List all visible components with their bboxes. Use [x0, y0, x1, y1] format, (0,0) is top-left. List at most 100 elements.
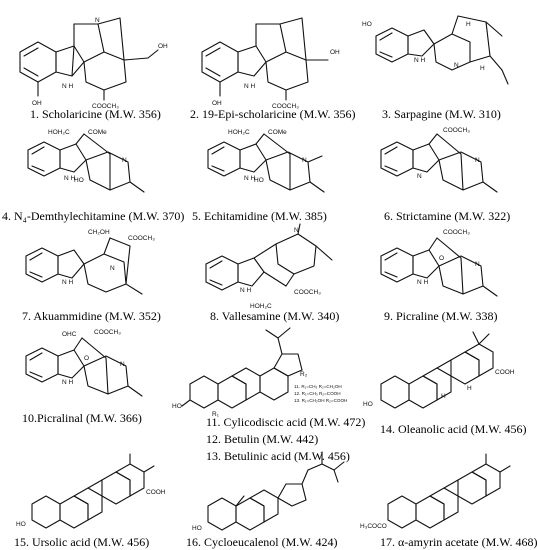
atom-label: N H [62, 279, 74, 286]
atom-label: HOH₂C [250, 303, 272, 310]
atom-label: OH [158, 43, 168, 50]
atom-label: COMe [88, 129, 107, 136]
caption-6: 6. Strictamine (M.W. 322) [384, 209, 511, 223]
atom-label: COOH [146, 489, 166, 496]
atom-label: R₂ [300, 371, 308, 378]
caption-2: 2. 19-Epi-scholaricine (M.W. 356) [190, 107, 356, 121]
atom-label: N H [62, 379, 74, 386]
atom-label: CH₂OH [88, 229, 110, 236]
atom-label: COOCH₃ [294, 289, 321, 296]
atom-label: COMe [268, 129, 287, 136]
caption-9: 9. Picraline (M.W. 338) [384, 309, 498, 323]
caption-17: 17. α-amyrin acetate (M.W. 468) [380, 535, 537, 549]
atom-label: HOH₂C [228, 129, 250, 136]
atom-label: HO [74, 177, 84, 184]
atom-label: N [475, 157, 480, 164]
atom-label: OH [212, 100, 222, 107]
atom-label: OH [32, 100, 42, 107]
caption-4: 4. N₄-Demthylechitamine (M.W. 370) [2, 209, 185, 223]
bonds [25, 237, 143, 295]
atom-label: HO [363, 401, 373, 408]
atom-label: OH [330, 49, 340, 56]
bonds [201, 17, 329, 101]
atom-label: HO [254, 177, 264, 184]
atom-label: N H [414, 57, 426, 64]
bonds [387, 453, 511, 529]
atom-label: N [294, 227, 299, 234]
atom-label: COOCH₃ [94, 329, 121, 336]
atom-label: COOCH₃ [128, 235, 155, 242]
atom-label: N H [417, 279, 429, 286]
atom-label: N [122, 157, 127, 164]
bonds [380, 237, 498, 297]
atom-label: H [467, 385, 472, 392]
structure-14: COOH HO H H [355, 318, 520, 418]
structure-6: COOCH₃ N N [365, 124, 515, 206]
atom-label: COOCH₃ [272, 103, 299, 110]
structure-4: HOH₂C COMe N N H HO [10, 124, 170, 206]
atom-label: HOH₂C [48, 129, 70, 136]
atom-label: N [475, 261, 480, 268]
bonds [380, 331, 494, 409]
atom-label: N H [240, 287, 252, 294]
atom-label: H [480, 65, 485, 72]
structure-17: H₃COCO [358, 448, 518, 536]
structure-3: HO N H N H H [362, 4, 517, 104]
atom-label: N H [244, 83, 256, 90]
atom-label: O [439, 255, 444, 262]
atom-label: HO [192, 525, 202, 532]
bonds [19, 17, 159, 101]
structure-1: N N H OH OH COOCH₃ [8, 4, 178, 112]
atom-label: H [466, 21, 471, 28]
bonds [205, 223, 333, 291]
atom-label: R₁ [212, 411, 220, 418]
bonds [375, 15, 509, 85]
caption-15: 15. Ursolic acid (M.W. 456) [14, 535, 150, 549]
atom-label: HO [172, 403, 182, 410]
atom-label: N [302, 157, 307, 164]
bonds [27, 133, 145, 193]
structure-10: OHC COOCH₃ N N H O [10, 326, 170, 408]
caption-1: 1. Scholaricine (M.W. 356) [30, 107, 161, 121]
structure-5: HOH₂C COMe N N H HO [190, 124, 350, 206]
substituent-legend: 11. R₁=CH₃ R₂=CH₂OH [294, 384, 342, 389]
atom-label: COOCH₃ [443, 127, 470, 134]
bonds [31, 453, 155, 529]
caption-16: 16. Cycloeucalenol (M.W. 424) [186, 535, 338, 549]
atom-label: COOH [495, 369, 515, 376]
bonds [207, 133, 325, 193]
atom-label: OHC [62, 331, 77, 338]
substituent-legend: 12. R₁=CH₃ R₂=COOH [294, 391, 341, 396]
atom-label: H [441, 393, 446, 400]
substituent-legend: 13. R₁=CH₂OH R₂=COOH [294, 398, 347, 403]
atom-label: N [417, 173, 422, 180]
atom-label: H₃COCO [360, 523, 387, 530]
caption-5: 5. Echitamidine (M.W. 385) [192, 209, 327, 223]
atom-label: HO [362, 21, 372, 28]
atom-label: N [454, 62, 459, 69]
bonds [380, 133, 498, 193]
atom-label: N H [64, 175, 76, 182]
caption-12: 12. Betulin (M.W. 442) [206, 432, 319, 446]
atom-label: N [95, 17, 100, 24]
caption-11: 11. Cylicodiscic acid (M.W. 472) [206, 415, 366, 429]
atom-label: HO [16, 521, 26, 528]
caption-14: 14. Oleanolic acid (M.W. 456) [380, 422, 527, 436]
caption-3: 3. Sarpagine (M.W. 310) [382, 107, 501, 121]
bonds [181, 327, 303, 409]
bonds [25, 337, 143, 397]
structure-2: N H OH OH COOCH₃ [190, 4, 350, 112]
caption-10: 10.Picralinal (M.W. 366) [22, 411, 142, 425]
atom-label: N H [62, 83, 74, 90]
atom-label: N [120, 361, 125, 368]
caption-13: 13. Betulinic acid (M.W. 456) [206, 449, 350, 463]
atom-label: O [84, 355, 89, 362]
structure-7: CH₂OH COOCH₃ N H N [10, 226, 170, 308]
bonds [207, 451, 345, 531]
structure-16: HO [188, 448, 353, 536]
caption-8: 8. Vallesamine (M.W. 340) [210, 309, 340, 323]
atom-label: COOCH₃ [443, 229, 470, 236]
structure-11-13: HO R₁ R₂ 11. R₁=CH₃ R₂=CH₂OH 12. R₁=CH₃ … [170, 318, 350, 418]
compound-figure: N N H OH OH COOCH₃ 1. Scholaricine (M.W.… [2, 4, 537, 549]
caption-7: 7. Akuammidine (M.W. 352) [22, 309, 161, 323]
